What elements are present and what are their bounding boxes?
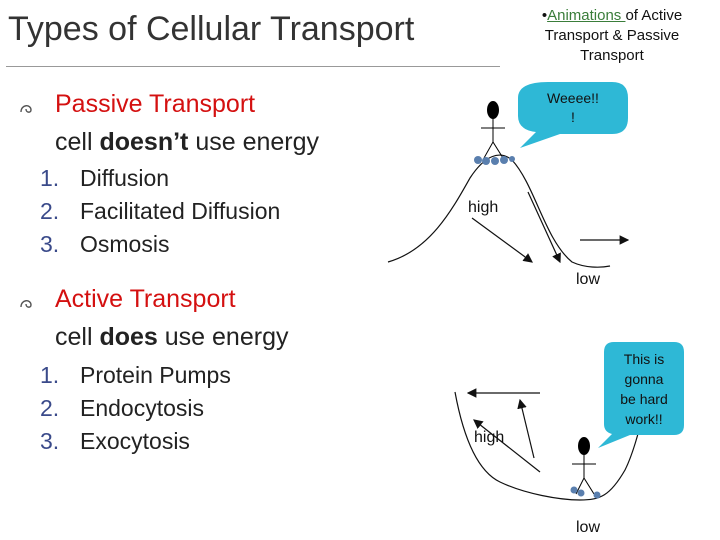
note-bullet: • xyxy=(541,7,548,24)
active-sub-suffix: use energy xyxy=(157,323,289,351)
speech-bubble-bottom: This is gonna be hard work!! xyxy=(598,342,684,448)
passive-sub-prefix: cell xyxy=(55,128,100,156)
note-line2: Transport & Passive xyxy=(544,27,680,44)
list-item: 1. Diffusion xyxy=(40,162,280,195)
speech-text-bottom-4: work!! xyxy=(624,411,662,427)
speech-text-top-2: ! xyxy=(571,109,575,125)
high-label-bottom: high xyxy=(474,429,504,446)
active-list: 1. Protein Pumps 2. Endocytosis 3. Exocytos… xyxy=(40,359,231,458)
note-line3: Transport xyxy=(580,47,644,64)
passive-sub-bold: doesn’t xyxy=(99,128,189,156)
active-sub-prefix: cell xyxy=(55,323,100,351)
downhill-arrow-top xyxy=(527,191,561,264)
list-item: 1. Protein Pumps xyxy=(40,359,231,392)
speech-bubble-top: Weeee!! ! xyxy=(518,82,628,148)
list-text: Facilitated Diffusion xyxy=(80,198,281,224)
list-number: 1. xyxy=(40,362,60,388)
list-text: Osmosis xyxy=(80,231,170,257)
list-number: 3. xyxy=(40,231,60,257)
list-item: 2. Endocytosis xyxy=(40,392,231,425)
molecule-cluster-top xyxy=(474,156,515,165)
title-divider xyxy=(6,66,500,67)
animations-link[interactable]: Animations xyxy=(547,7,626,24)
speech-text-bottom-3: be hard xyxy=(620,391,667,407)
molecule-cluster-bottom xyxy=(570,486,601,499)
stick-figure-top xyxy=(481,101,505,159)
list-number: 2. xyxy=(40,198,60,224)
low-label-top: low xyxy=(576,271,600,288)
stick-figure-bottom xyxy=(572,437,596,495)
passive-list: 1. Diffusion 2. Facilitated Diffusion 3. Os… xyxy=(40,162,280,261)
list-text: Protein Pumps xyxy=(80,362,231,388)
list-item: 2. Facilitated Diffusion xyxy=(40,195,280,228)
note-line1-rest: of Active xyxy=(625,7,683,24)
slide-title: Types of Cellular Transport xyxy=(8,10,415,48)
speech-text-top-1: Weeee!! xyxy=(547,90,599,106)
decorative-swirl-bullet-icon xyxy=(18,100,34,119)
speech-text-bottom-2: gonna xyxy=(625,371,664,387)
list-item: 3. Osmosis xyxy=(40,228,280,261)
list-number: 2. xyxy=(40,395,60,421)
list-text: Exocytosis xyxy=(80,428,190,454)
speech-text-bottom-1: This is xyxy=(624,351,664,367)
list-text: Endocytosis xyxy=(80,395,205,421)
low-label-bottom: low xyxy=(576,519,600,536)
passive-transport-subtitle: cell doesn’t use energy xyxy=(55,128,319,157)
hill-curve-top xyxy=(387,154,611,268)
high-label-top: high xyxy=(468,199,498,216)
decorative-swirl-bullet-icon xyxy=(18,295,34,314)
list-item: 3. Exocytosis xyxy=(40,425,231,458)
list-number: 1. xyxy=(40,165,60,191)
list-text: Diffusion xyxy=(80,165,170,191)
list-number: 3. xyxy=(40,428,60,454)
uphill-arrow-bottom xyxy=(473,419,541,473)
up-arrow-bottom xyxy=(517,398,535,459)
passive-sub-suffix: use energy xyxy=(188,128,320,156)
diffusion-arrow-top xyxy=(471,217,533,263)
active-transport-subtitle: cell does use energy xyxy=(55,323,288,352)
animation-note: •Animations of Active Transport & Passiv… xyxy=(508,6,716,66)
passive-transport-heading: Passive Transport xyxy=(55,90,256,118)
active-sub-bold: does xyxy=(99,323,158,351)
active-transport-heading: Active Transport xyxy=(55,285,236,313)
